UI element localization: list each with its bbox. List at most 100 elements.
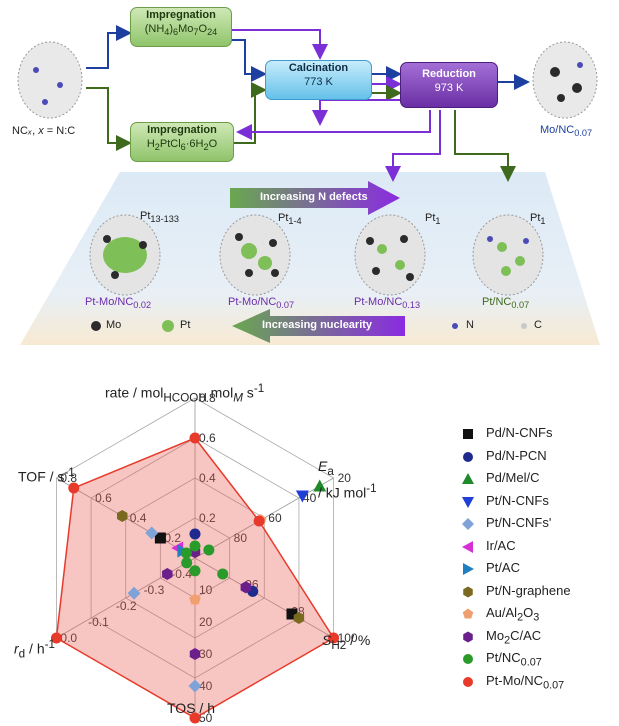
- cluster-label-4: Pt1: [530, 212, 546, 227]
- legend-label: Pd/N-PCN: [486, 447, 547, 463]
- legend-marker: [462, 473, 474, 484]
- tick-label: 100: [338, 631, 358, 645]
- axis-label-tof: TOF / s-1: [18, 466, 75, 485]
- tick-label: 0.4: [199, 471, 216, 485]
- legend-label: Pt/N-CNFs': [486, 515, 552, 530]
- data-point-series-11: [189, 712, 201, 724]
- data-point-series-8: [189, 593, 201, 605]
- tick-label: -0.3: [144, 583, 165, 597]
- legend-marker: [463, 676, 473, 687]
- calcination-temp: 773 K: [304, 76, 333, 88]
- flake-cat-2: [219, 214, 291, 296]
- legend-marker: [463, 451, 473, 462]
- series-area-ptmo: [55, 437, 335, 719]
- legend-marker: [463, 563, 474, 575]
- data-point-series-9: [162, 567, 173, 581]
- data-point-series-10: [217, 568, 229, 580]
- arrow-mo-to-calc-2: [230, 39, 267, 82]
- legend-label: Pd/N-CNFs: [486, 425, 553, 440]
- catalyst-label-1: Pt-Mo/NC0.02: [85, 296, 152, 311]
- flake-cat-3: [354, 214, 426, 296]
- tick-label: 20: [338, 471, 352, 485]
- catalyst-label-2: Pt-Mo/NC0.07: [228, 296, 295, 311]
- flake-cat-1: [89, 214, 161, 296]
- axis-label-tos: TOS / h: [167, 700, 215, 716]
- flake-cat-4: [472, 214, 544, 296]
- tick-label: 0.2: [164, 531, 181, 545]
- atom-legend-pt: Pt: [180, 319, 191, 331]
- tick-label: 10: [199, 583, 213, 597]
- flake-start: [17, 41, 83, 119]
- data-point-series-4: [145, 526, 159, 540]
- data-point-series-11: [189, 432, 201, 444]
- start-label: NCₓ, x = N:C: [12, 125, 76, 137]
- tick-label: -0.1: [88, 615, 109, 629]
- product-label: Mo/NC0.07: [540, 124, 593, 139]
- legend-marker: [462, 608, 474, 619]
- reduction-temp: 973 K: [434, 82, 464, 94]
- n-defects-label: Increasing N defects: [260, 191, 368, 203]
- impregnation-mo-formula: (NH4)6Mo7O24: [144, 23, 218, 38]
- cluster-label-3: Pt1: [425, 212, 441, 227]
- arrow-start-to-mo: [86, 25, 132, 69]
- tick-label: -0.2: [116, 599, 137, 613]
- atom-legend-c: C: [534, 319, 542, 331]
- legend-n-dot: [452, 323, 458, 329]
- cluster-label-2: Pt1-4: [278, 212, 302, 227]
- data-point-series-7: [117, 509, 128, 523]
- arrow-red-to-calc-back: [312, 99, 400, 126]
- legend-label: Pd/Mel/C: [486, 470, 540, 485]
- data-point-series-9: [240, 581, 252, 594]
- catalyst-label-4: Pt/NC0.07: [482, 296, 530, 311]
- axis-label-rd: rd / h-1: [14, 638, 55, 661]
- impregnation-pt-formula: H2PtCl6·6H2O: [146, 138, 218, 153]
- impregnation-mo-title: Impregnation: [146, 9, 216, 21]
- arrow-red-to-pt: [236, 110, 431, 140]
- impregnation-pt-title: Impregnation: [147, 124, 217, 136]
- stage-platform: [20, 172, 600, 345]
- data-point-series-0: [154, 532, 166, 544]
- tick-label: 0.0: [60, 631, 77, 645]
- tick-label: 0.6: [199, 431, 216, 445]
- data-point-series-11: [253, 515, 265, 527]
- data-point-series-0: [286, 608, 298, 620]
- data-point-series-9: [189, 647, 201, 661]
- legend-c-dot: [521, 323, 527, 329]
- legend-marker: [463, 654, 473, 664]
- data-point-series-10: [189, 565, 201, 577]
- legend-label: Pt-Mo/NC0.07: [486, 672, 565, 692]
- data-point-series-10: [189, 540, 201, 552]
- nuclearity-label: Increasing nuclearity: [262, 319, 373, 331]
- calcination-title: Calcination: [288, 62, 349, 74]
- data-point-series-10: [180, 547, 192, 559]
- data-point-series-11: [328, 632, 340, 644]
- data-point-series-10: [181, 557, 193, 569]
- reduction-title: Reduction: [422, 68, 476, 80]
- legend-pt-dot: [162, 320, 174, 332]
- arrow-start-to-pt: [86, 87, 132, 151]
- tick-label: 0.6: [95, 491, 112, 505]
- data-point-series-7: [293, 611, 305, 625]
- legend-marker: [463, 586, 473, 597]
- legend-label: Pt/NC0.07: [486, 650, 542, 669]
- tick-label: 80: [234, 531, 248, 545]
- atom-legend-mo: Mo: [106, 319, 122, 331]
- legend-label: Au/Al2O3: [486, 605, 540, 624]
- data-point-series-1: [189, 528, 201, 540]
- tick-label: 0.4: [130, 511, 147, 525]
- radar-chart: 0.20.40.60.88060402096981001020304050-0.…: [50, 391, 358, 725]
- axis-label-ea: Ea/ kJ mol-1: [318, 458, 377, 501]
- legend-label: Ir/AC: [486, 537, 516, 553]
- data-point-series-2: [313, 479, 327, 492]
- data-point-series-4: [188, 679, 202, 693]
- scheme-background: [17, 25, 600, 345]
- tick-label: 0.8: [199, 391, 216, 405]
- axis-label-sh2: SH2 / %: [322, 632, 371, 652]
- atom-legend-n: N: [466, 319, 474, 331]
- arrow-mo-to-calc: [230, 29, 328, 60]
- tick-label: -0.4: [171, 567, 192, 581]
- legend-label: Pt/N-graphene: [486, 582, 571, 598]
- tick-label: 0.8: [60, 471, 77, 485]
- legend-marker: [462, 496, 474, 508]
- legend-marker: [463, 631, 473, 642]
